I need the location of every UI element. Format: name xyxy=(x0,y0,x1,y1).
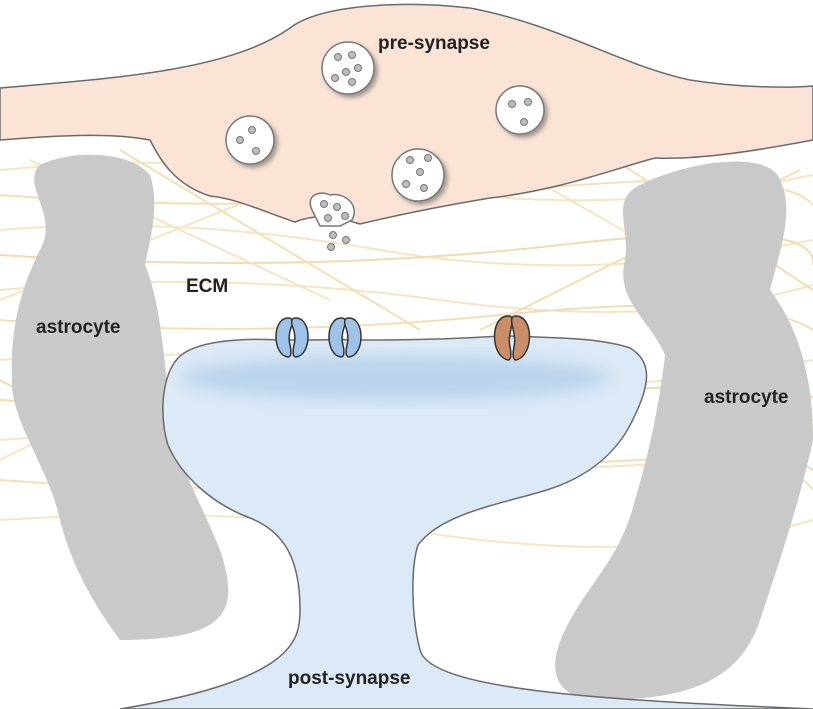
astrocyte-right-label: astrocyte xyxy=(704,387,789,408)
vesicle xyxy=(392,149,444,201)
vesicle xyxy=(496,86,544,134)
ecm-label: ECM xyxy=(186,276,228,297)
pre-synapse-label: pre-synapse xyxy=(378,33,490,54)
released-neurotransmitters xyxy=(328,232,350,251)
vesicle xyxy=(226,116,274,164)
post-synapse-label: post-synapse xyxy=(288,668,410,689)
astrocyte-left-label: astrocyte xyxy=(36,317,121,338)
fusing-vesicle xyxy=(310,193,354,226)
vesicle xyxy=(322,42,374,94)
post-synaptic-density xyxy=(180,356,610,400)
